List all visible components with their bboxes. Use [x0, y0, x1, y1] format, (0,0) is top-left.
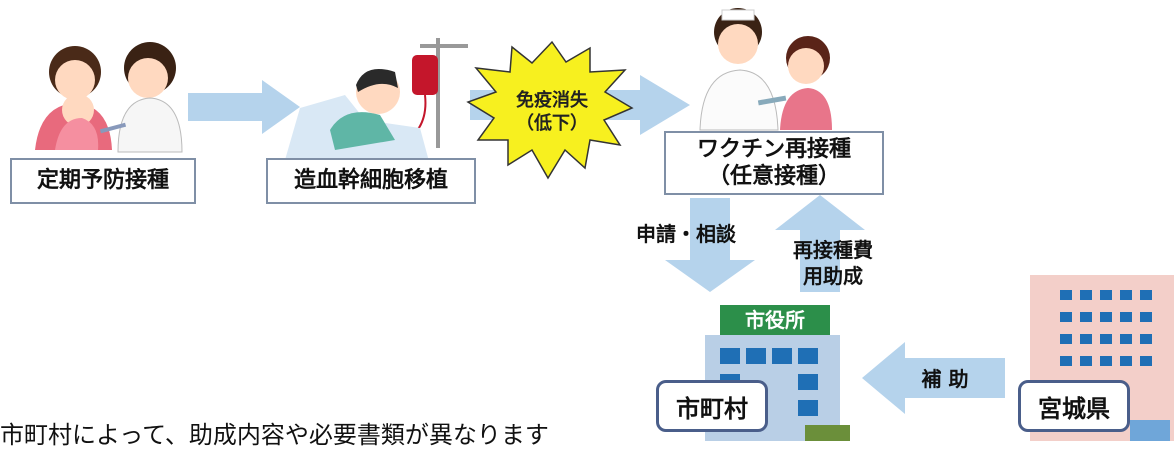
- immunity-loss-burst: [466, 40, 634, 180]
- aid-label: 補 助: [921, 367, 969, 391]
- city-office-sign: 市役所: [745, 308, 805, 332]
- diagram-canvas: [35, 8, 1174, 441]
- step-routine-vaccination: 定期予防接種: [10, 158, 196, 204]
- arrow-right-1: [188, 80, 300, 134]
- city-office-building: [705, 305, 850, 441]
- apply-consult-label: 申請・相談: [636, 222, 736, 246]
- step-revaccination: ワクチン再接種 （任意接種）: [664, 131, 884, 195]
- revaccination-illustration: [699, 8, 832, 131]
- step-stem-cell-transplant: 造血幹細胞移植: [266, 158, 476, 204]
- transplant-illustration: [285, 38, 468, 165]
- note-text: 市町村によって、助成内容や必要書類が異なります: [0, 421, 549, 449]
- revaccination-subsidy-label: 再接種費 用助成: [793, 238, 873, 288]
- immunity-loss-label: 免疫消失 （低下）: [516, 90, 588, 135]
- vaccination-illustration: [35, 42, 183, 153]
- municipality-box: 市町村: [656, 380, 768, 432]
- prefecture-box: 宮城県: [1018, 380, 1130, 432]
- arrow-left-aid: [862, 342, 1005, 414]
- arrow-down-apply: [665, 198, 755, 292]
- arrow-up-subsidy: [775, 195, 865, 292]
